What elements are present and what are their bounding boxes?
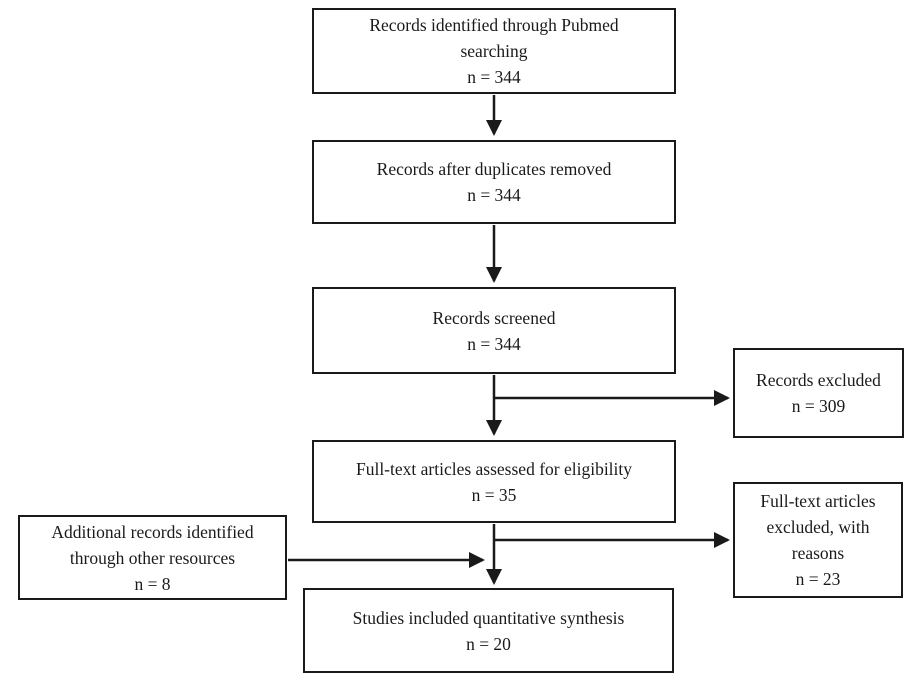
box-duplicates-removed: Records after duplicates removed n = 344 bbox=[312, 140, 676, 224]
box-additional-records-label: Additional records identified through ot… bbox=[51, 521, 254, 568]
box-additional-records-count: n = 8 bbox=[134, 573, 171, 594]
box-records-identified: Records identified through Pubmed search… bbox=[312, 8, 676, 94]
box-records-identified-count: n = 344 bbox=[467, 67, 521, 87]
box-fulltext-excluded-count: n = 23 bbox=[795, 569, 841, 589]
box-fulltext-excluded: Full-text articles excluded, with reason… bbox=[733, 482, 903, 598]
box-fulltext-assessed: Full-text articles assessed for eligibil… bbox=[312, 440, 676, 523]
box-studies-included-label: Studies included quantitative synthesis bbox=[352, 607, 625, 628]
box-fulltext-assessed-label: Full-text articles assessed for eligibil… bbox=[355, 458, 633, 479]
box-records-excluded-label: Records excluded bbox=[756, 370, 881, 390]
box-records-identified-label: Records identified through Pubmed search… bbox=[369, 15, 619, 61]
box-duplicates-removed-count: n = 344 bbox=[467, 185, 521, 205]
box-records-excluded-count: n = 309 bbox=[791, 396, 846, 416]
box-records-excluded: Records excluded n = 309 bbox=[733, 348, 904, 438]
box-fulltext-assessed-count: n = 35 bbox=[471, 484, 517, 505]
box-additional-records: Additional records identified through ot… bbox=[18, 515, 287, 600]
box-fulltext-excluded-label: Full-text articles excluded, with reason… bbox=[760, 491, 876, 563]
box-studies-included: Studies included quantitative synthesis … bbox=[303, 588, 674, 673]
box-duplicates-removed-label: Records after duplicates removed bbox=[376, 159, 612, 179]
box-studies-included-count: n = 20 bbox=[466, 633, 511, 654]
box-records-screened: Records screened n = 344 bbox=[312, 287, 676, 374]
box-records-screened-count: n = 344 bbox=[467, 333, 521, 354]
box-records-screened-label: Records screened bbox=[432, 307, 556, 328]
